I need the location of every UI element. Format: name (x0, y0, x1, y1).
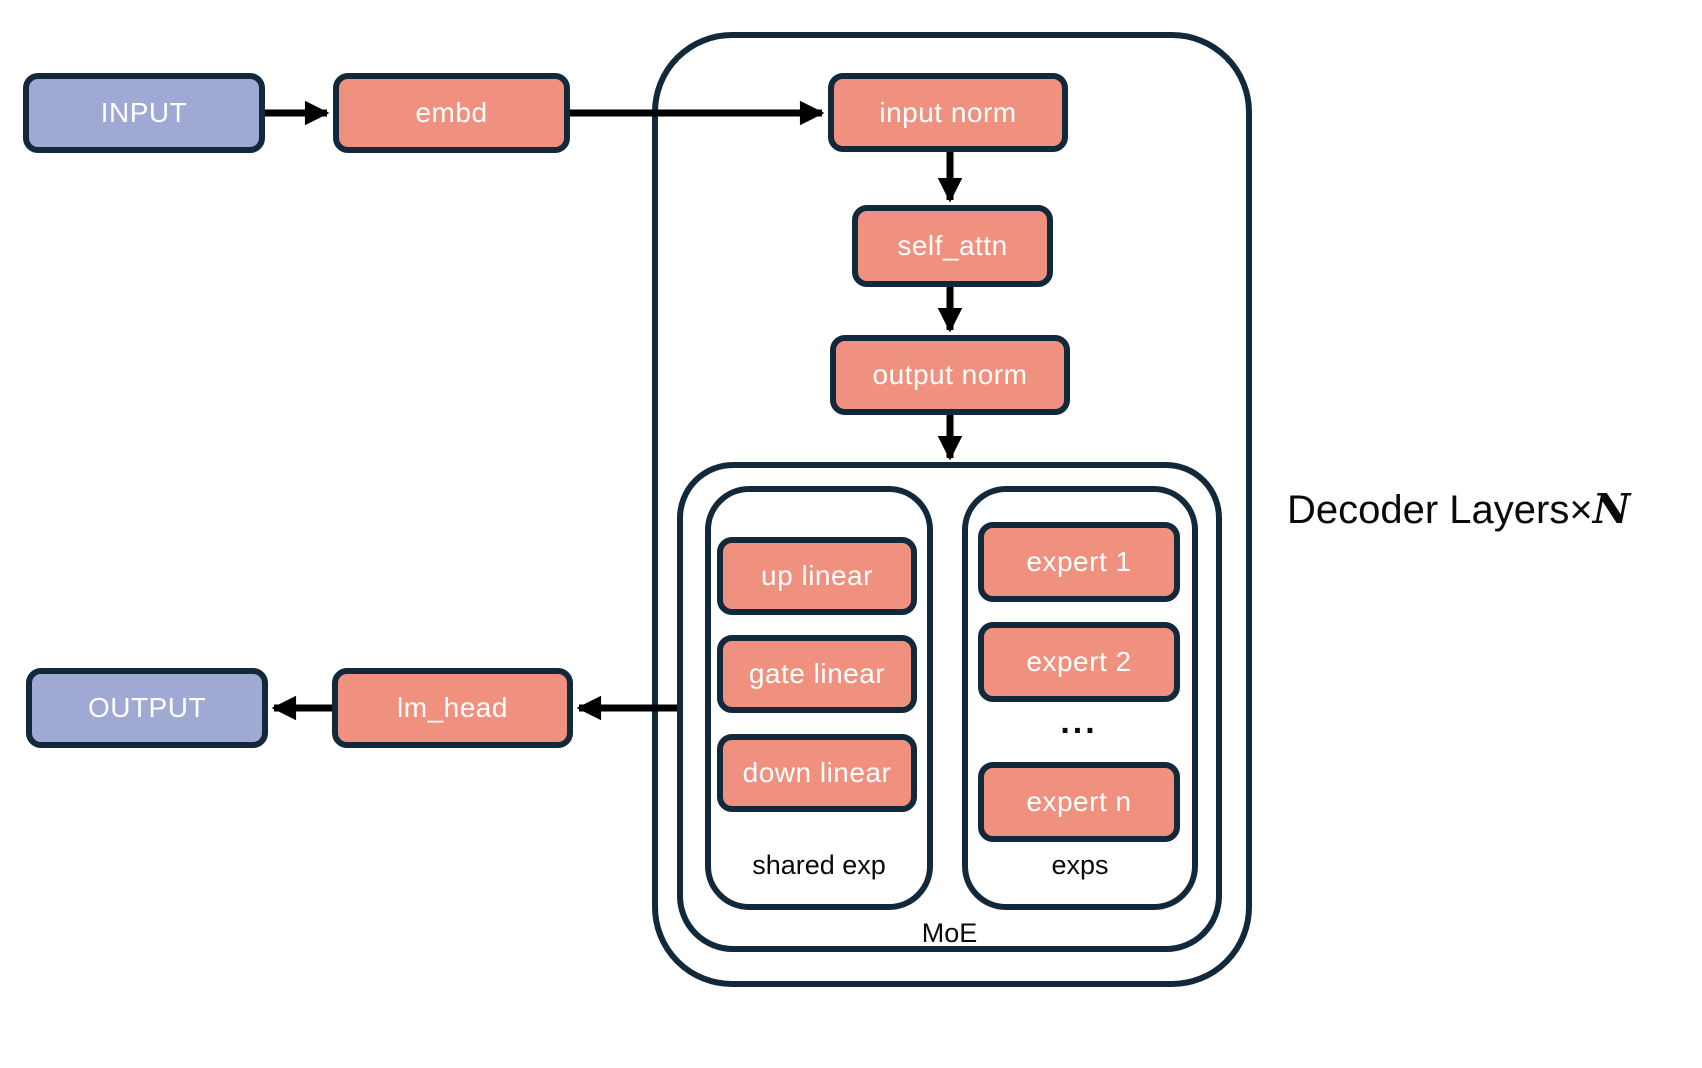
output-norm-label: output norm (872, 359, 1028, 390)
up-linear-node: up linear (717, 537, 917, 615)
lm-head-label: lm_head (397, 692, 508, 723)
down-linear-node: down linear (717, 734, 917, 812)
exps-label: exps (1051, 850, 1109, 880)
gate-linear-label: gate linear (748, 658, 886, 689)
embd-label: embd (415, 97, 488, 128)
embd-node: embd (333, 73, 570, 153)
experts-ellipsis: ... (1060, 702, 1098, 741)
decoder-layers-text: Decoder Layers× (1287, 488, 1593, 532)
up-linear-label: up linear (761, 560, 873, 591)
shared-exp-label: shared exp (752, 850, 886, 880)
expert-2-node: expert 2 (978, 622, 1180, 702)
decoder-layers-container (652, 32, 1252, 987)
decoder-layers-annotation: Decoder Layers×N (1287, 485, 1630, 533)
output-node: OUTPUT (26, 668, 268, 748)
expert-2-label: expert 2 (1026, 646, 1132, 677)
input-norm-node: input norm (828, 73, 1068, 152)
expert-n-label: expert n (1026, 786, 1132, 817)
output-label: OUTPUT (87, 692, 207, 723)
expert-1-node: expert 1 (978, 522, 1180, 602)
moe-label: MoE (921, 918, 978, 948)
down-linear-label: down linear (742, 757, 892, 788)
self-attn-node: self_attn (852, 205, 1053, 287)
input-label: INPUT (100, 97, 188, 128)
exps-group (962, 486, 1198, 910)
expert-1-label: expert 1 (1026, 546, 1132, 577)
self-attn-label: self_attn (897, 230, 1008, 261)
output-norm-node: output norm (830, 335, 1070, 415)
shared-exp-group (705, 486, 933, 910)
expert-n-node: expert n (978, 762, 1180, 842)
gate-linear-node: gate linear (717, 635, 917, 713)
lm-head-node: lm_head (332, 668, 573, 748)
moe-container (677, 462, 1222, 952)
decoder-layers-n: N (1592, 485, 1631, 533)
input-node: INPUT (23, 73, 265, 153)
input-norm-label: input norm (879, 96, 1017, 128)
